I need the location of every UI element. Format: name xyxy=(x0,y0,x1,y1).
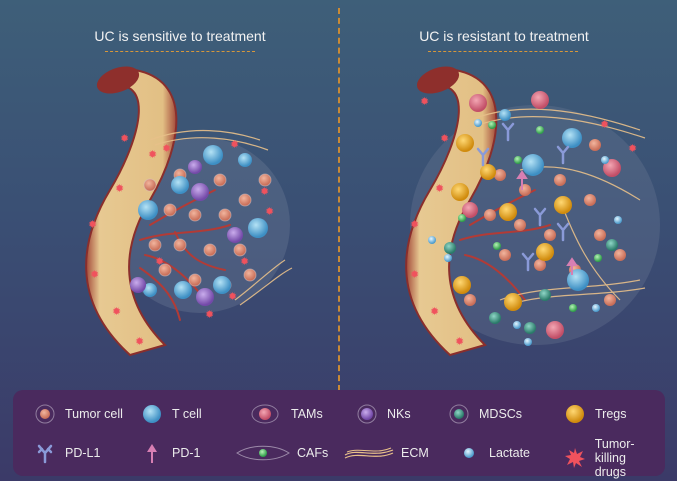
svg-text:✹: ✹ xyxy=(230,138,239,151)
svg-text:✹: ✹ xyxy=(265,205,274,218)
legend-label: MDSCs xyxy=(479,407,523,421)
svg-text:✹: ✹ xyxy=(410,268,419,281)
title-sensitive: UC is sensitive to treatment xyxy=(94,28,266,44)
pd-l1-icon xyxy=(31,442,59,464)
mdsc-icon xyxy=(445,403,473,425)
legend-label: PD-1 xyxy=(172,446,201,460)
right-panel-art: ✹ ✹ ✹ ✹ ✹ ✹ ✹ ✹ ✹ xyxy=(405,66,660,357)
legend-label: Tumor cell xyxy=(65,407,123,421)
svg-text:✹: ✹ xyxy=(420,95,429,108)
legend-item-mdscs: MDSCs xyxy=(445,403,522,425)
svg-text:✹: ✹ xyxy=(88,218,97,231)
nk-cells-left xyxy=(130,160,243,306)
pd-1-icon xyxy=(138,442,166,464)
svg-text:✹: ✹ xyxy=(440,132,449,145)
svg-text:✹: ✹ xyxy=(155,255,164,268)
tams-right xyxy=(462,91,621,339)
tregs-right xyxy=(451,134,572,311)
title-underline-left xyxy=(105,51,255,52)
legend-label: CAFs xyxy=(297,446,329,460)
lactate-right xyxy=(428,119,622,346)
svg-text:✹: ✹ xyxy=(260,185,269,198)
svg-text:✹: ✹ xyxy=(430,305,439,318)
legend-item-tumor-killing-drugs: Tumor-killing drugs xyxy=(561,437,665,479)
pd-l1-right xyxy=(476,122,570,272)
tumor-cell-icon xyxy=(31,403,59,425)
pd-1-right xyxy=(516,170,578,275)
svg-text:✹: ✹ xyxy=(148,148,157,161)
t-cell-icon xyxy=(138,403,166,425)
svg-text:✹: ✹ xyxy=(600,118,609,131)
ecm-strands-left xyxy=(149,129,293,306)
legend: Tumor cell T cell TAMs NKs MDSCs xyxy=(13,390,665,479)
svg-text:✹: ✹ xyxy=(90,268,99,281)
svg-text:✹: ✹ xyxy=(435,182,444,195)
legend-item-tregs: Tregs xyxy=(561,403,627,425)
svg-text:✹: ✹ xyxy=(115,182,124,195)
legend-item-lactate: Lactate xyxy=(455,442,530,464)
capillaries xyxy=(139,189,231,321)
legend-label: Lactate xyxy=(489,446,531,460)
svg-text:✹: ✹ xyxy=(240,255,249,268)
title-resistant: UC is resistant to treatment xyxy=(419,28,589,44)
legend-label-line1: Tumor-killing xyxy=(594,437,635,465)
drugs-right: ✹ ✹ ✹ ✹ ✹ ✹ ✹ ✹ ✹ xyxy=(410,95,637,348)
svg-text:✹: ✹ xyxy=(205,308,214,321)
svg-text:✹: ✹ xyxy=(455,335,464,348)
cafs-right xyxy=(458,121,602,312)
legend-label: ECM xyxy=(401,446,429,460)
svg-text:✹: ✹ xyxy=(162,142,171,155)
panel-divider xyxy=(338,8,340,391)
svg-text:✹: ✹ xyxy=(120,132,129,145)
drug-icon xyxy=(561,447,589,469)
legend-label: PD-L1 xyxy=(65,446,101,460)
legend-item-pd-l1: PD-L1 xyxy=(31,442,100,464)
legend-item-t-cell: T cell xyxy=(138,403,202,425)
tam-icon xyxy=(245,403,285,425)
legend-item-tumor-cell: Tumor cell xyxy=(31,403,123,425)
legend-item-nks: NKs xyxy=(353,403,411,425)
drugs-left: ✹ ✹ ✹ ✹ ✹ ✹ ✹ ✹ ✹ ✹ ✹ ✹ ✹ ✹ ✹ xyxy=(88,132,274,348)
mdscs-right xyxy=(444,239,618,334)
legend-label: TAMs xyxy=(291,407,323,421)
svg-text:✹: ✹ xyxy=(410,218,419,231)
legend-label-line2: drugs xyxy=(594,465,626,479)
legend-label: NKs xyxy=(387,407,411,421)
t-cells-left xyxy=(138,145,268,299)
legend-label: Tregs xyxy=(595,407,627,421)
svg-text:✹: ✹ xyxy=(628,142,637,155)
title-underline-right xyxy=(428,51,578,52)
legend-item-cafs: CAFs xyxy=(235,442,328,464)
legend-label: T cell xyxy=(172,407,202,421)
left-panel-art: ✹ ✹ ✹ ✹ ✹ ✹ ✹ ✹ ✹ ✹ ✹ ✹ ✹ ✹ ✹ xyxy=(85,66,293,357)
lactate-icon xyxy=(455,442,483,464)
vessel-opening xyxy=(96,66,140,94)
tumor-cells-right xyxy=(464,139,626,306)
caf-icon xyxy=(235,442,291,464)
vessel-opening-right xyxy=(416,66,460,94)
legend-item-ecm: ECM xyxy=(343,442,429,464)
ecm-icon xyxy=(343,442,395,464)
legend-item-pd-1: PD-1 xyxy=(138,442,200,464)
svg-text:✹: ✹ xyxy=(135,335,144,348)
legend-label: Tumor-killing drugs xyxy=(595,437,665,479)
treg-icon xyxy=(561,403,589,425)
nk-icon xyxy=(353,403,381,425)
legend-item-tams: TAMs xyxy=(245,403,323,425)
t-cells-right xyxy=(499,109,589,291)
svg-text:✹: ✹ xyxy=(112,305,121,318)
svg-text:✹: ✹ xyxy=(228,290,237,303)
